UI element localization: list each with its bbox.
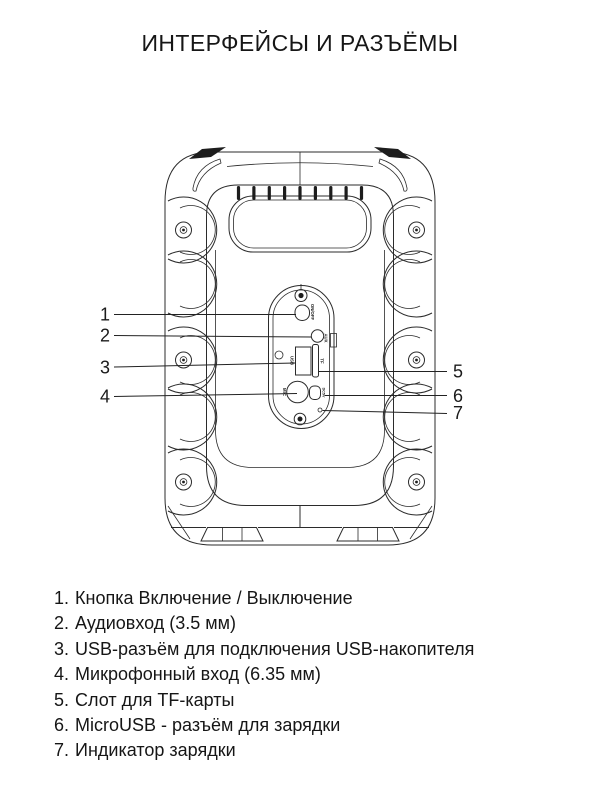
callout-number-1: 1 xyxy=(100,305,110,325)
callout-line-4 xyxy=(113,393,298,397)
handle-grip-outer xyxy=(228,195,372,253)
legend-list: 1.Кнопка Включение / Выключение 2.Аудиов… xyxy=(54,586,564,764)
foot-right xyxy=(336,527,400,542)
screw xyxy=(408,351,425,369)
panel-small-hole xyxy=(274,350,284,360)
callout-number-4: 4 xyxy=(100,387,110,407)
legend-item-5: 5.Слот для TF-карты xyxy=(54,688,564,713)
legend-item-text: Аудиовход (3.5 мм) xyxy=(75,613,237,634)
handle-rib-marks xyxy=(236,186,364,200)
legend-item-4: 4.Микрофонный вход (6.35 мм) xyxy=(54,662,564,687)
tf-slot-label: TF xyxy=(320,358,325,364)
callout-line-3 xyxy=(113,362,296,368)
power-button xyxy=(294,304,310,321)
body-screws xyxy=(175,221,425,491)
callout-number-6: 6 xyxy=(453,386,463,406)
legend-item-1: 1.Кнопка Включение / Выключение xyxy=(54,586,564,611)
speaker-rear-view-drawing: ON/OFF AUX USB TF MIC xyxy=(100,147,463,546)
connector-panel: ON/OFF AUX USB TF MIC xyxy=(268,284,337,429)
callout-number-5: 5 xyxy=(453,362,463,382)
aux-jack xyxy=(310,329,325,343)
mic-jack-label: MIC xyxy=(282,388,287,396)
mic-jack xyxy=(286,380,309,404)
device-diagram: ON/OFF AUX USB TF MIC xyxy=(0,140,600,560)
side-bumps-left xyxy=(167,196,218,516)
legend-item-number: 6. xyxy=(54,715,70,736)
legend-item-text: Кнопка Включение / Выключение xyxy=(75,588,353,608)
top-right-tab xyxy=(374,147,411,159)
legend-item-3: 3.USB-разъём для подключения USB-накопит… xyxy=(54,637,564,662)
back-panel xyxy=(206,184,394,506)
callout-line-7 xyxy=(322,410,448,414)
legend-item-text: MicroUSB - разъём для зарядки xyxy=(75,715,341,736)
bottom-right-chamfer xyxy=(409,505,433,540)
legend-item-text: Микрофонный вход (6.35 мм) xyxy=(75,664,321,685)
legend-item-text: Слот для TF-карты xyxy=(75,689,235,710)
tf-slot xyxy=(312,344,319,378)
legend-item-7: 7.Индикатор зарядки xyxy=(54,738,564,763)
device-body xyxy=(164,151,436,546)
screw xyxy=(408,473,425,491)
screw xyxy=(175,351,192,369)
usb-port xyxy=(295,346,312,376)
legend-item-number: 2. xyxy=(54,613,70,634)
power-button-label: ON/OFF xyxy=(310,304,315,321)
aux-jack-label: AUX xyxy=(324,333,329,342)
screw xyxy=(175,221,192,239)
handle-slot-left xyxy=(192,158,222,192)
microusb-port xyxy=(309,385,321,400)
panel-edge-tab xyxy=(330,333,337,348)
panel-screw-bottom xyxy=(293,412,307,426)
microusb-port-label: DC5V xyxy=(322,388,326,398)
legend-item-text: Индикатор зарядки xyxy=(75,740,236,761)
callout-numbers: 1 2 3 4 5 6 7 xyxy=(100,305,463,424)
legend-item-text: USB-разъём для подключения USB-накопител… xyxy=(75,638,475,659)
page-title: ИНТЕРФЕЙСЫ И РАЗЪЁМЫ xyxy=(141,30,459,56)
legend-item-number: 1. xyxy=(54,588,70,608)
handle-slot-right xyxy=(378,158,408,192)
legend-item-number: 7. xyxy=(54,740,70,761)
legend-item-6: 6.MicroUSB - разъём для зарядки xyxy=(54,713,564,738)
callout-number-2: 2 xyxy=(100,326,110,346)
charge-indicator-dot xyxy=(317,407,323,413)
screw xyxy=(408,221,425,239)
legend-item-2: 2.Аудиовход (3.5 мм) xyxy=(54,611,564,636)
legend-item-number: 4. xyxy=(54,664,70,685)
panel-screw-top xyxy=(294,289,308,302)
side-bumps-right xyxy=(382,196,433,516)
callout-number-7: 7 xyxy=(453,403,463,423)
foot-left xyxy=(200,527,264,542)
bottom-left-chamfer xyxy=(167,505,191,540)
top-left-tab xyxy=(189,147,226,159)
top-handle xyxy=(189,147,411,253)
callout-number-3: 3 xyxy=(100,358,110,378)
callout-lines xyxy=(113,314,448,414)
callout-line-2 xyxy=(113,335,312,338)
handle-grip-inner xyxy=(233,199,367,249)
usb-port-label: USB xyxy=(290,356,295,365)
legend-item-number: 5. xyxy=(54,689,70,710)
legend-item-number: 3. xyxy=(54,638,70,659)
screw xyxy=(175,473,192,491)
